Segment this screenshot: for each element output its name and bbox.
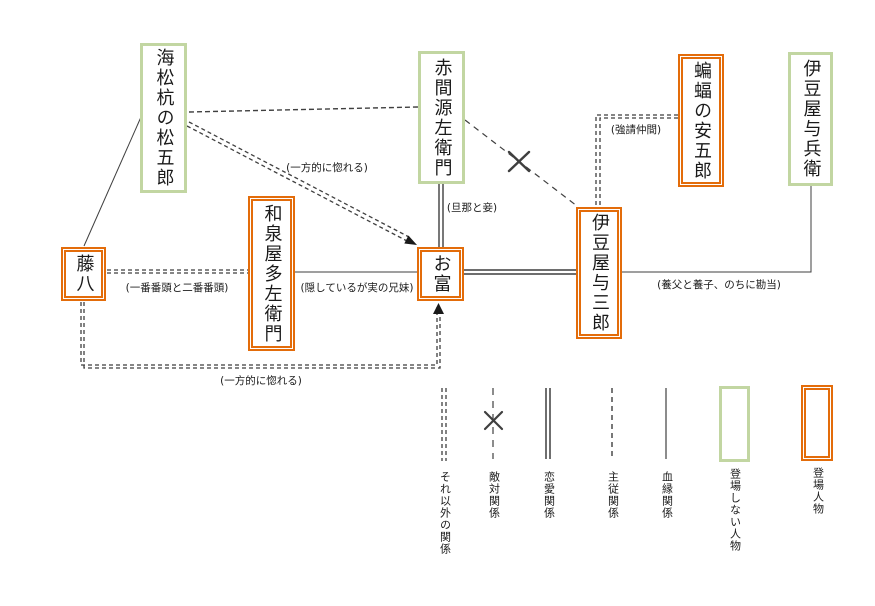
- character-name-matsugoro: 海松杭の松五郎: [153, 48, 175, 188]
- line-master-servant-matsugoro-genzaemon: [188, 106, 419, 113]
- character-box-matsugoro: 海松杭の松五郎: [140, 43, 187, 193]
- character-name-genzaemon: 赤間源左衛門: [431, 57, 453, 178]
- legend-appearing-box: [801, 385, 833, 461]
- arrowhead-matsugoro-otomi: [404, 235, 417, 245]
- line-blood-yosaburo-yohei: [622, 186, 812, 273]
- arrowhead-tohachi-otomi: [433, 303, 444, 314]
- relation-label-yosaburo-yohei: (養父と養子、のちに勘当): [657, 279, 781, 291]
- line-romance-genzaemon-otomi: [438, 184, 444, 247]
- character-name-otomi: お富: [430, 254, 452, 294]
- line-other-tohachi-otomi: [80, 302, 441, 369]
- line-blood-matsugoro-tohachi: [83, 116, 142, 247]
- legend-label-romance: 恋愛関係: [542, 471, 556, 519]
- legend-other-line: [441, 388, 447, 461]
- legend-hostile-x-icon: [483, 410, 504, 431]
- relation-label-genzaemon-otomi: (旦那と妾): [446, 202, 498, 214]
- legend-label-hostile: 敵対関係: [487, 471, 501, 519]
- legend-label-appearing: 登場人物: [811, 467, 825, 515]
- line-romance-otomi-yosaburo: [464, 269, 576, 275]
- relation-label-yasugoro-yosaburo: (強請仲間): [610, 124, 662, 136]
- character-box-tazaemon: 和泉屋多左衛門: [248, 196, 295, 351]
- character-name-tazaemon: 和泉屋多左衛門: [261, 203, 283, 344]
- character-box-yohei: 伊豆屋与兵衛: [788, 52, 833, 186]
- line-other-matsugoro-otomi: [186, 121, 410, 242]
- line-other-yasugoro-yosaburo: [595, 114, 678, 206]
- character-name-yohei: 伊豆屋与兵衛: [800, 59, 822, 179]
- character-box-yosaburo: 伊豆屋与三郎: [576, 207, 622, 339]
- character-box-otomi: お富: [417, 247, 464, 301]
- legend-label-master-servant: 主従関係: [606, 471, 620, 519]
- legend-label-not-appearing: 登場しない人物: [728, 468, 742, 552]
- legend-label-other: それ以外の関係: [438, 471, 452, 555]
- character-name-tohachi: 藤八: [73, 254, 95, 294]
- line-other-tohachi-tazaemon: [107, 269, 248, 274]
- character-box-genzaemon: 赤間源左衛門: [418, 51, 465, 184]
- character-name-yosaburo: 伊豆屋与三郎: [589, 213, 610, 333]
- character-box-yasugoro: 蝙蝠の安五郎: [678, 54, 724, 187]
- legend-label-blood: 血縁関係: [660, 471, 674, 519]
- hostile-x-icon: [507, 150, 531, 173]
- legend-romance-line: [545, 388, 551, 459]
- legend-not-appearing-box: [719, 386, 750, 462]
- relation-label-tazaemon-otomi: (隠しているが実の兄妹): [300, 282, 414, 294]
- character-name-yasugoro: 蝙蝠の安五郎: [691, 60, 712, 181]
- relation-label-tohachi-otomi: (一方的に惚れる): [220, 375, 302, 387]
- relation-label-matsugoro-otomi: (一方的に惚れる): [286, 162, 368, 174]
- relation-label-tohachi-tazaemon: (一番番頭と二番番頭): [125, 282, 229, 294]
- character-box-tohachi: 藤八: [61, 247, 106, 301]
